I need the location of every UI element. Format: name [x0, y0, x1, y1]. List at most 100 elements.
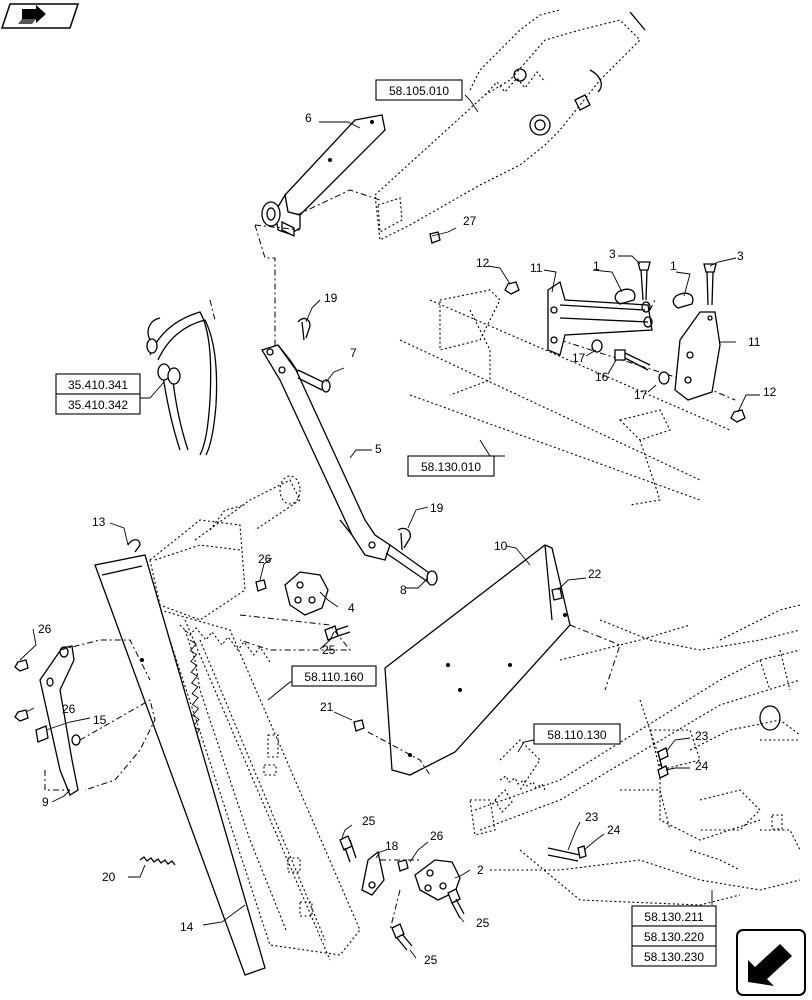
reference-box[interactable]: 58.130.220: [631, 925, 717, 947]
part-11-bracket-left: [547, 280, 653, 356]
bolt-25: [391, 923, 413, 951]
part-5-link: [261, 344, 391, 561]
assembly-line: [380, 859, 420, 931]
bolt-25: [447, 888, 465, 919]
assembly-line: [239, 614, 352, 651]
svg-text:58.110.130: 58.110.130: [547, 728, 606, 742]
callout: 26: [258, 552, 272, 566]
callout: 26: [38, 622, 52, 636]
assembly-line: [254, 224, 301, 231]
callout: 12: [763, 385, 777, 399]
nut-26: [255, 579, 267, 592]
callout: 1: [593, 259, 600, 273]
svg-text:35.410.342: 35.410.342: [68, 398, 128, 412]
nut-26: [397, 859, 409, 872]
callout: 23: [695, 729, 709, 743]
reel-arm-frame: [399, 289, 736, 506]
bracket: [299, 901, 313, 917]
nut-26: [14, 709, 29, 722]
bolt-16: [614, 349, 651, 371]
callout: 26: [430, 829, 444, 843]
leader-lines: [19, 94, 760, 959]
svg-text:58.130.230: 58.130.230: [644, 950, 704, 964]
cotter-pin-19-top: [297, 317, 311, 341]
assembly-line: [79, 699, 156, 791]
callout: 20: [102, 870, 116, 884]
callout: 24: [695, 759, 709, 773]
reference-box[interactable]: 35.410.341: [55, 373, 141, 395]
callout: 12: [476, 256, 490, 270]
callout: 19: [324, 291, 338, 305]
pin-24: [577, 845, 587, 859]
pin-23: [547, 847, 581, 862]
cutter-bar-frame: [159, 609, 361, 961]
callout: 27: [463, 214, 477, 228]
bolt-25: [339, 835, 357, 863]
pin-24: [657, 765, 669, 779]
callout: 21: [320, 700, 334, 714]
assembly-line: [254, 224, 276, 353]
pin-3-right: [703, 263, 717, 306]
callout: 25: [424, 953, 438, 967]
nut-12: [730, 409, 746, 423]
reference-box[interactable]: 58.105.010: [375, 79, 463, 101]
washer-17: [591, 339, 603, 353]
bracket: [263, 764, 277, 776]
part-11-bracket-right: [674, 311, 721, 401]
washer-17: [658, 371, 670, 385]
part-9-plate: [39, 645, 81, 796]
part-4-bracket: [284, 571, 329, 616]
callout: 1: [670, 259, 677, 273]
callout: 22: [588, 567, 602, 581]
callout: 16: [595, 370, 609, 384]
svg-text:58.130.211: 58.130.211: [644, 910, 703, 924]
nut-26: [14, 659, 29, 672]
assembly-line: [44, 770, 70, 791]
pin-3-left: [637, 261, 651, 301]
next-page-arrow-icon[interactable]: [736, 929, 806, 996]
clip-13: [127, 539, 141, 553]
callout: 7: [350, 346, 357, 360]
part-18-clip: [361, 850, 385, 896]
nut-12: [504, 281, 520, 295]
upper-frame-beam: [374, 9, 646, 241]
callout: 25: [476, 916, 490, 930]
assembly-line: [59, 639, 151, 681]
callout: 3: [609, 247, 616, 261]
spring-assembly: [499, 775, 546, 791]
pin-7: [297, 369, 331, 393]
callout: 17: [572, 351, 586, 365]
bolt-25: [324, 625, 351, 641]
reference-box[interactable]: 58.110.130: [533, 723, 621, 745]
reference-box[interactable]: 58.110.160: [291, 665, 377, 687]
callout: 11: [530, 261, 543, 275]
callout: 24: [607, 823, 621, 837]
reference-box[interactable]: 58.130.211: [631, 905, 717, 927]
svg-text:58.130.220: 58.130.220: [644, 930, 704, 944]
callout: 3: [737, 249, 744, 263]
bolt-21: [353, 719, 365, 732]
callout: 4: [348, 601, 355, 615]
reference-box[interactable]: 58.130.010: [407, 455, 495, 477]
reference-box[interactable]: 58.130.230: [631, 945, 717, 967]
cotter-pin-19-bottom: [397, 527, 411, 551]
callout: 6: [305, 111, 312, 125]
callout: 8: [400, 583, 407, 597]
callout: 11: [748, 335, 761, 349]
callout: 15: [93, 713, 107, 727]
header-frame: [469, 604, 801, 906]
reference-box[interactable]: 35.410.342: [55, 393, 141, 415]
part-6-arm: [261, 114, 386, 238]
bracket: [287, 857, 301, 873]
assembly-line: [367, 731, 431, 776]
callout: 25: [362, 814, 376, 828]
book-with-arrow-icon[interactable]: [0, 3, 80, 29]
hydraulic-hoses: [146, 299, 218, 456]
bracket: [267, 734, 279, 758]
svg-text:58.105.010: 58.105.010: [389, 84, 449, 98]
callout: 9: [42, 795, 49, 809]
auger-drive-housing: [149, 475, 301, 621]
bolt-27: [429, 231, 441, 244]
clip-1-right: [672, 292, 694, 309]
